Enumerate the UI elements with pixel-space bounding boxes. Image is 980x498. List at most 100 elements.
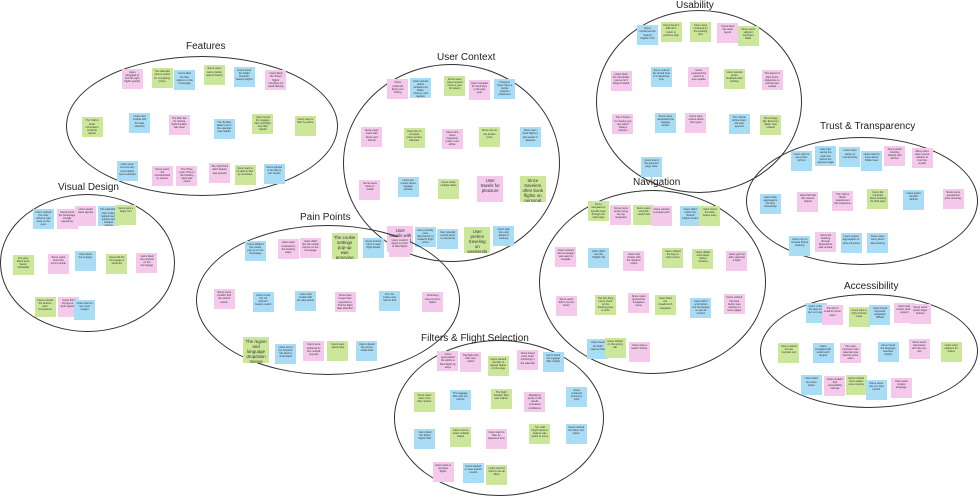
sticky-note[interactable]: Users noticed the lack of alt text on im…	[805, 303, 827, 324]
sticky-note[interactable]: Users noticed the buttons were inconsist…	[34, 296, 56, 317]
sticky-note[interactable]: Most users book flights a few weeks in a…	[519, 127, 541, 148]
sticky-note[interactable]: Users expect aggregators to show all pri…	[840, 233, 862, 254]
sticky-note[interactable]: Some prefer booking directly with airlin…	[884, 146, 906, 167]
sticky-note[interactable]: Users felt the homepage is cluttered	[106, 253, 128, 274]
sticky-note[interactable]: Users want to filter by airline	[294, 115, 316, 136]
sticky-note[interactable]: Users didn't scroll down the homepage to…	[690, 297, 712, 318]
sticky-note[interactable]: Some users worry about data sharing	[867, 233, 889, 254]
sticky-note[interactable]: Users disliked the cookie pop-up on the …	[244, 240, 266, 261]
sticky-note[interactable]: Users liked the imagery	[74, 251, 96, 272]
sticky-note[interactable]: Displaying prices in the results increas…	[524, 392, 546, 413]
sticky-note[interactable]: Users access airline websites via iPads,…	[410, 77, 432, 98]
sticky-note[interactable]: Users got lost after selecting a flight	[726, 251, 748, 272]
sticky-note[interactable]: Users want to see more images	[74, 299, 96, 320]
sticky-note[interactable]: User primarily uses Skyscanner to resear…	[414, 226, 436, 247]
sticky-note[interactable]: Users want a high contrast mode	[848, 307, 870, 328]
sticky-note[interactable]: Users couldn't find accessibility settin…	[824, 375, 846, 396]
sticky-note[interactable]: The calendar's color coding helped users…	[98, 206, 120, 227]
sticky-note[interactable]: Users traveled for work trips in the pas…	[468, 79, 490, 100]
sticky-note[interactable]: Users wanted to be able to sort results	[263, 163, 285, 184]
sticky-note[interactable]: Many users were unsure whether to trust …	[911, 147, 933, 168]
sticky-note[interactable]: Users found the language selection helpf…	[877, 341, 899, 362]
sticky-note[interactable]: Users found the 'All Airports' feature u…	[252, 291, 274, 312]
sticky-note[interactable]: Users liked the zoom option	[800, 375, 822, 396]
sticky-note[interactable]: Users are unsure about luggage policies	[397, 177, 419, 198]
sticky-note[interactable]: Users dislike extra steps before booking	[692, 248, 714, 269]
sticky-note[interactable]: The flight duration filter was helpful	[490, 388, 512, 409]
sticky-note[interactable]: Some users skipped important fields	[737, 25, 759, 46]
sticky-note[interactable]: Users struggled with small touch targets	[812, 343, 834, 364]
sticky-note[interactable]: The 'Price Lock' CTA on the booking page…	[176, 165, 198, 186]
sticky-note[interactable]: The 'Check Airline Fees' link was ignore…	[728, 113, 750, 134]
sticky-note[interactable]: Users want to see prices upfront	[790, 150, 812, 171]
sticky-note[interactable]: The font is small for some users	[821, 305, 843, 326]
sticky-note[interactable]: Some users used the search bar	[633, 205, 655, 226]
sticky-note[interactable]: Users found keyboard navigation difficul…	[869, 304, 891, 325]
sticky-note[interactable]: The 'Go' button was hard to find	[379, 291, 401, 312]
sticky-note[interactable]: Users had trouble with the date selectio…	[129, 113, 151, 134]
sticky-note[interactable]: Users found it hard to read flight detai…	[362, 237, 384, 258]
sticky-note[interactable]: Users felt that the reviews helped	[797, 192, 819, 213]
sticky-note[interactable]: Some users book on mobile	[359, 179, 381, 200]
sticky-note[interactable]: The filter bar for picking flight durati…	[168, 114, 190, 135]
sticky-note[interactable]: The region and language dropdown menus w…	[243, 336, 270, 363]
sticky-note[interactable]: Users found the luggage filter helpful	[542, 351, 564, 372]
sticky-note[interactable]: The color contrast in the calendar was h…	[840, 343, 862, 364]
sticky-note[interactable]: Users missed the promo codes field	[356, 341, 378, 362]
sticky-note[interactable]: Users had trouble with the 'Explore' opt…	[623, 250, 645, 271]
sticky-note[interactable]: Users found the luggage filter and fligh…	[252, 113, 274, 134]
sticky-note[interactable]: Users found the flight options clear	[587, 339, 609, 360]
sticky-note[interactable]: The first thing users check on the booki…	[594, 294, 616, 315]
sticky-note[interactable]: The layout of flight times (departure to…	[761, 70, 783, 91]
sticky-note[interactable]: User prefers traveling on weekends	[464, 227, 491, 254]
sticky-note[interactable]: Some users travel with family and friend…	[361, 127, 383, 148]
sticky-note[interactable]: Terminology like 'Economy Basic' was unc…	[760, 114, 782, 135]
sticky-note[interactable]: Users preferred sorting by price	[566, 386, 588, 407]
sticky-note[interactable]: Users found the homepage visually appeal…	[56, 208, 78, 229]
sticky-note[interactable]: Users felt booking through Skyscanner wa…	[815, 231, 837, 252]
sticky-note[interactable]: Some users didn't use the footer	[555, 295, 577, 316]
sticky-note[interactable]: Users want a larger font	[115, 204, 137, 225]
sticky-note[interactable]: Users want screen reader support	[893, 302, 915, 323]
sticky-note[interactable]: Some users questioned price accuracy	[942, 188, 964, 209]
sticky-note[interactable]: Users check multiple dates	[437, 178, 459, 199]
sticky-note[interactable]: Users liked the contrast on the homepage	[136, 253, 158, 274]
sticky-note[interactable]: Some users ignored the navigation menu	[628, 293, 650, 314]
sticky-note[interactable]: The flight stop filter was useful	[460, 352, 482, 373]
sticky-note[interactable]: Users found it hard to see all filters	[486, 464, 508, 485]
sticky-note[interactable]: Users struggled to find the right flight…	[121, 68, 143, 89]
sticky-note[interactable]: Some users found the icons unclear	[47, 253, 69, 274]
sticky-note[interactable]: Users were unsure about fare types	[685, 112, 707, 133]
sticky-note[interactable]: Users want clarity on refund policy	[839, 147, 861, 168]
sticky-note[interactable]: Users didn't like the cookie banner on t…	[300, 238, 322, 258]
sticky-note[interactable]: Frequent flyers have a loyalty program p…	[494, 78, 516, 99]
sticky-note[interactable]: Some users prefer using the top navigati…	[610, 204, 632, 225]
sticky-note[interactable]: Users found the Flight Explorer feature …	[233, 66, 255, 87]
sticky-note[interactable]: The 'Call to book' information could be …	[81, 117, 103, 138]
sticky-note[interactable]: Users like seeing the total cost before …	[815, 146, 837, 167]
sticky-note[interactable]: Users noticed focus states were missing	[845, 374, 867, 395]
sticky-note[interactable]: Users liked the clean layout	[717, 22, 739, 43]
sticky-note[interactable]: Some users felt overwhelmed by options	[151, 166, 173, 187]
sticky-note[interactable]: Some took longer than expected to find t…	[334, 292, 356, 313]
sticky-note[interactable]: The luggage filter was not noticed	[449, 389, 471, 410]
sticky-note[interactable]: The cookie settings pop-up was annoying	[331, 232, 358, 259]
sticky-note[interactable]: Users found the payment page clear	[640, 156, 662, 177]
sticky-note[interactable]: Users mentioned the 'Search Flights' CTA	[636, 25, 658, 46]
sticky-note[interactable]: Users noticed the low contrast text	[778, 343, 800, 364]
sticky-note[interactable]: Users found the 'Explore' tab hard to un…	[275, 344, 297, 365]
sticky-note[interactable]: Users were bothered by the multiple pop-…	[303, 341, 325, 362]
sticky-note[interactable]: Confusing view of return flights	[422, 292, 444, 313]
sticky-note[interactable]: Users were not sure why some flights wer…	[116, 161, 138, 182]
sticky-note[interactable]: Users found the back button easy	[699, 206, 721, 227]
sticky-note[interactable]: Users think aggregators are less trustwo…	[759, 193, 781, 214]
sticky-note[interactable]: Users noticed the 'Best' sort option	[565, 423, 587, 444]
sticky-note[interactable]: Users who travel frequently prefer a set…	[441, 128, 463, 149]
sticky-note[interactable]: Users think the trip details pop-up isn'…	[610, 71, 632, 92]
sticky-note[interactable]: Some users couldn't find the search butt…	[213, 289, 235, 310]
sticky-note[interactable]: Users want a search history	[628, 341, 650, 362]
sticky-note[interactable]: Users appreciated the ability to filter …	[437, 351, 459, 372]
sticky-note[interactable]: Users wanted a simpler path	[650, 205, 672, 226]
sticky-note[interactable]: Users liked the 'Direct flights' filter	[414, 428, 436, 449]
sticky-note[interactable]: Some users travel several times a year f…	[444, 75, 466, 96]
